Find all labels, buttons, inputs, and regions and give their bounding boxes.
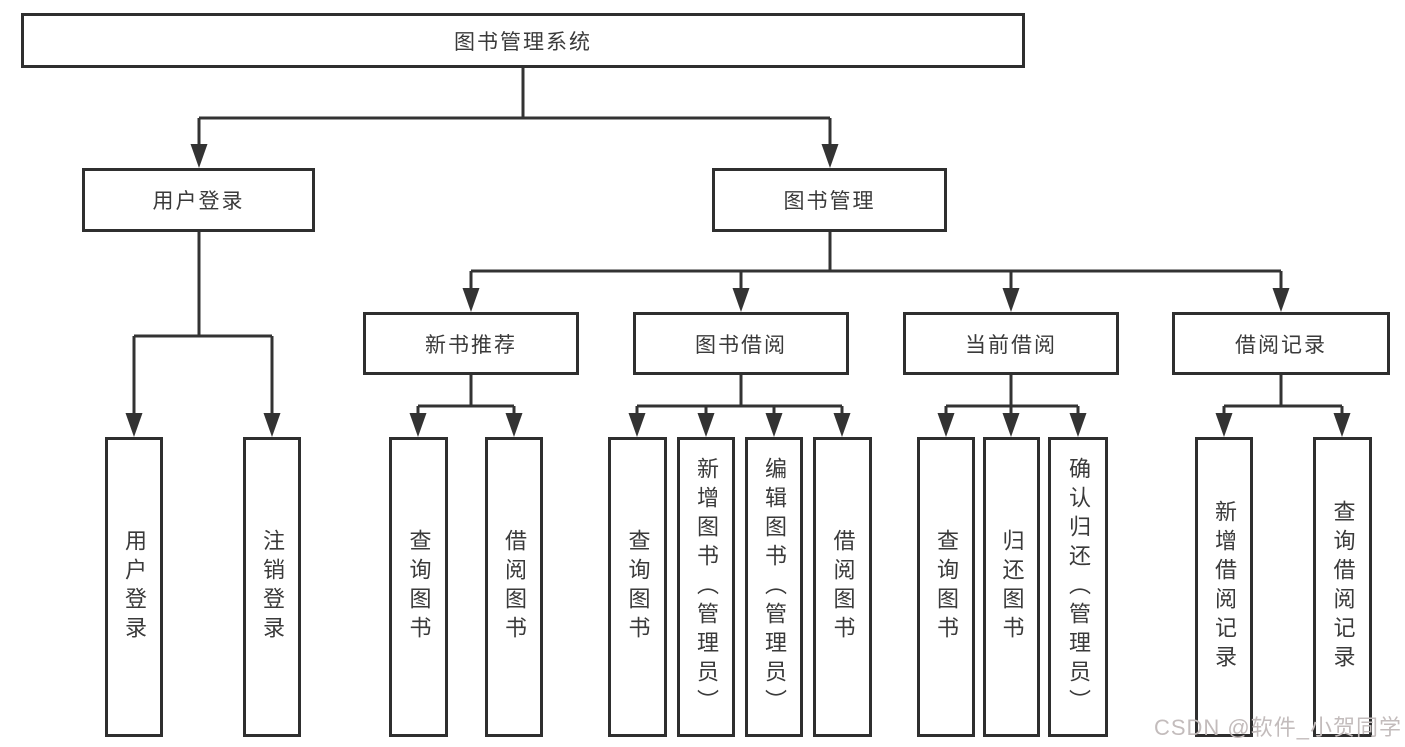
arrowhead-icon — [1333, 413, 1351, 437]
arrowhead-icon — [697, 413, 715, 437]
node-label: 图书管理 — [783, 190, 876, 213]
arrowhead-icon — [263, 413, 281, 437]
leaf-confirm-return-admin: 确认归还（管理员） — [1048, 437, 1108, 737]
arrowhead-icon — [1002, 288, 1020, 312]
leaf-add-borrow-record: 新增借阅记录 — [1195, 437, 1253, 737]
arrowhead-icon — [409, 413, 427, 437]
node-label: 借阅图书 — [502, 529, 527, 645]
node-label: 新增图书（管理员） — [694, 456, 719, 718]
leaf-borrow-books: 借阅图书 — [813, 437, 872, 737]
node-user-login: 用户登录 — [82, 168, 315, 232]
node-label: 注销登录 — [260, 529, 285, 645]
connector-user-login-children — [125, 232, 281, 437]
arrowhead-icon — [190, 144, 208, 168]
arrowhead-icon — [765, 413, 783, 437]
leaf-user-login: 用户登录 — [105, 437, 163, 737]
node-book-borrow: 图书借阅 — [633, 312, 849, 375]
node-label: 图书管理系统 — [454, 30, 592, 54]
arrowhead-icon — [628, 413, 646, 437]
connector-borrow-records-children — [1215, 375, 1351, 437]
node-label: 新增借阅记录 — [1212, 500, 1237, 674]
csdn-watermark: CSDN @软件_小贺同学 — [1153, 715, 1402, 740]
connector-book-borrow-children — [628, 375, 851, 437]
node-label: 查询借阅记录 — [1330, 500, 1356, 674]
leaf-add-book-admin: 新增图书（管理员） — [677, 437, 735, 737]
node-label: 用户登录 — [152, 190, 245, 213]
arrowhead-icon — [1215, 413, 1233, 437]
connector-new-book-recommend-children — [409, 375, 523, 437]
node-label: 用户登录 — [122, 529, 147, 645]
node-label: 查询图书 — [406, 529, 432, 645]
connector-current-borrow-children — [937, 375, 1087, 437]
connector-book-management-children — [462, 232, 1290, 312]
connector-root-to-level2 — [190, 68, 839, 168]
node-borrow-records: 借阅记录 — [1172, 312, 1390, 375]
arrowhead-icon — [937, 413, 955, 437]
leaf-query-borrow-record: 查询借阅记录 — [1313, 437, 1372, 737]
node-label: 当前借阅 — [965, 333, 1057, 357]
node-label: 查询图书 — [625, 529, 651, 645]
arrowhead-icon — [732, 288, 750, 312]
node-new-book-recommend: 新书推荐 — [363, 312, 579, 375]
arrowhead-icon — [821, 144, 839, 168]
node-book-management: 图书管理 — [712, 168, 947, 232]
node-book-management-system: 图书管理系统 — [21, 13, 1025, 68]
node-label: 图书借阅 — [695, 333, 787, 357]
arrowhead-icon — [1272, 288, 1290, 312]
leaf-borrow-books-recommend: 借阅图书 — [485, 437, 543, 737]
leaf-query-books-borrow: 查询图书 — [608, 437, 667, 737]
arrowhead-icon — [125, 413, 143, 437]
arrowhead-icon — [1069, 413, 1087, 437]
leaf-logout: 注销登录 — [243, 437, 301, 737]
node-label: 编辑图书（管理员） — [762, 456, 787, 718]
node-label: 归还图书 — [999, 529, 1025, 645]
leaf-query-books-current: 查询图书 — [917, 437, 975, 737]
node-label: 借阅图书 — [830, 529, 856, 645]
arrowhead-icon — [505, 413, 523, 437]
node-label: 新书推荐 — [425, 333, 517, 357]
leaf-query-books-recommend: 查询图书 — [389, 437, 448, 737]
arrowhead-icon — [462, 288, 480, 312]
node-label: 确认归还（管理员） — [1066, 456, 1091, 718]
node-label: 查询图书 — [934, 529, 959, 645]
leaf-return-book: 归还图书 — [983, 437, 1040, 737]
arrowhead-icon — [833, 413, 851, 437]
arrowhead-icon — [1002, 413, 1020, 437]
leaf-edit-book-admin: 编辑图书（管理员） — [745, 437, 803, 737]
node-current-borrow: 当前借阅 — [903, 312, 1119, 375]
node-label: 借阅记录 — [1235, 333, 1327, 357]
